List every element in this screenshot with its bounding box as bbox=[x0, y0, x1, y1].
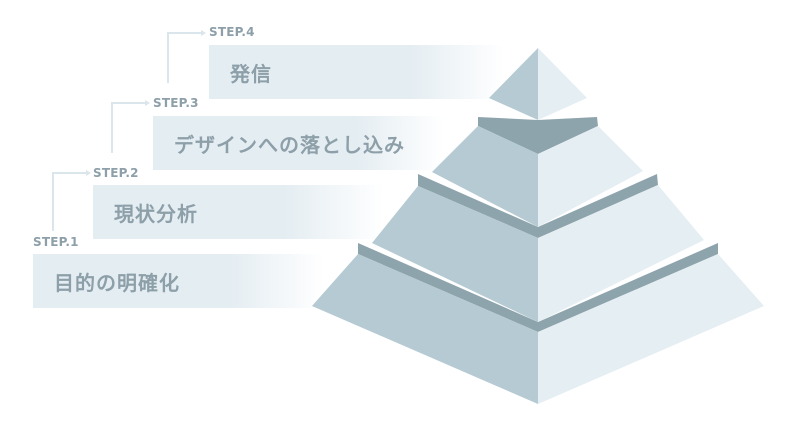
step-4-bar: 発信 bbox=[209, 45, 504, 99]
step-2-title: 現状分析 bbox=[114, 201, 198, 226]
arrowhead-icon bbox=[86, 170, 91, 176]
connector-3-to-4 bbox=[167, 32, 201, 83]
step-2-label: STEP.2 bbox=[93, 166, 139, 180]
step-3-label: STEP.3 bbox=[153, 96, 199, 110]
step-1-title: 目的の明確化 bbox=[54, 270, 180, 295]
pyramid-tier-1 bbox=[312, 243, 764, 404]
step-4-label: STEP.4 bbox=[209, 25, 255, 39]
pyramid-tier-3 bbox=[432, 117, 643, 227]
arrowhead-icon bbox=[145, 100, 150, 106]
step-4-title: 発信 bbox=[230, 61, 272, 86]
step-1-label: STEP.1 bbox=[33, 235, 79, 249]
step-3-bar: デザインへの落とし込み bbox=[153, 116, 443, 170]
step-2-bar: 現状分析 bbox=[93, 185, 383, 239]
arrowhead-icon bbox=[201, 30, 206, 36]
connector-2-to-3 bbox=[111, 102, 145, 153]
pyramid-tier-4 bbox=[489, 48, 587, 120]
step-1-bar: 目的の明確化 bbox=[33, 254, 323, 308]
pyramid-tier-2 bbox=[372, 174, 704, 322]
connector-1-to-2 bbox=[52, 172, 86, 231]
step-3-title: デザインへの落とし込み bbox=[174, 132, 405, 157]
